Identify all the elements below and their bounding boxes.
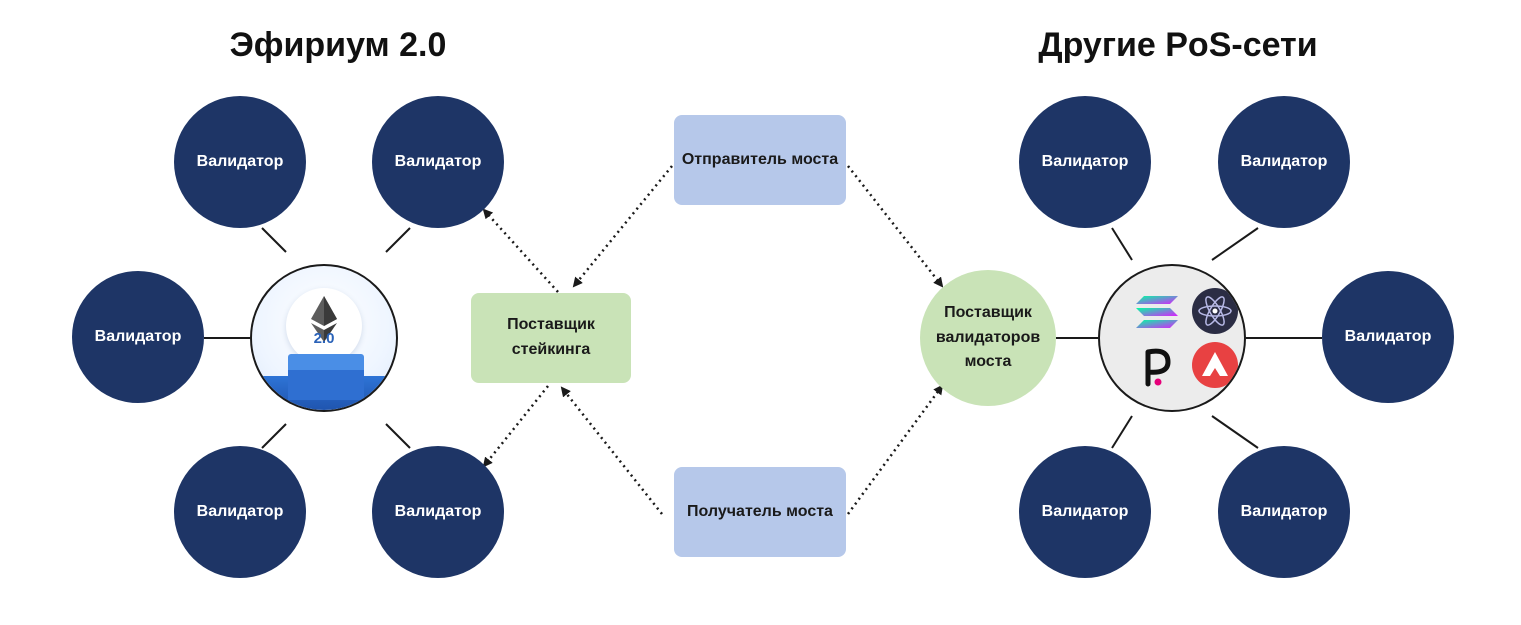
spoke-line <box>1111 227 1133 261</box>
right-validator-node: Валидатор <box>1218 446 1350 578</box>
pos-networks-hub <box>1098 264 1246 412</box>
bridge-receiver-box: Получатель моста <box>674 467 846 557</box>
bridge-validator-provider-node: Поставщик валидаторов моста <box>920 270 1056 406</box>
cosmos-icon <box>1192 288 1238 334</box>
ethereum-badge <box>286 288 362 364</box>
spoke-line <box>1211 227 1259 261</box>
arrow-receiver-to-staking <box>560 386 663 515</box>
bridge-arrows <box>482 165 944 515</box>
staking-provider-box: Поставщик стейкинга <box>471 293 631 383</box>
right-validator-node: Валидатор <box>1019 96 1151 228</box>
arrow-staking-to-top-validator <box>482 208 559 293</box>
avalanche-icon <box>1192 342 1238 388</box>
arrow-sender-to-staking <box>572 165 673 288</box>
ethereum-icon <box>311 296 337 342</box>
left-network-title: Эфириум 2.0 <box>229 26 447 64</box>
left-validator-node: Валидатор <box>372 446 504 578</box>
ethereum-version-label: 2.0 <box>313 330 335 347</box>
block-illustration-front <box>288 370 364 400</box>
polkadot-icon <box>1145 348 1171 387</box>
spoke-line <box>1211 415 1259 449</box>
spoke-line <box>385 227 411 253</box>
spoke-line <box>261 423 287 449</box>
left-validator-node: Валидатор <box>174 446 306 578</box>
arrow-receiver-to-validator-provider <box>846 384 944 515</box>
spoke-line <box>1111 415 1133 449</box>
right-validator-node: Валидатор <box>1322 271 1454 403</box>
arrow-staking-to-bottom-validator <box>482 385 549 468</box>
right-validator-node: Валидатор <box>1019 446 1151 578</box>
spoke-line <box>385 423 411 449</box>
validator-spokes <box>204 227 1322 449</box>
ethereum-hub: 2.0 <box>250 264 398 412</box>
bridge-sender-box: Отправитель моста <box>674 115 846 205</box>
left-validator-node: Валидатор <box>72 271 204 403</box>
solana-icon <box>1136 296 1178 328</box>
left-validator-node: Валидатор <box>174 96 306 228</box>
right-validator-node: Валидатор <box>1218 96 1350 228</box>
left-validator-node: Валидатор <box>372 96 504 228</box>
arrow-sender-to-validator-provider <box>847 165 944 288</box>
spoke-line <box>261 227 287 253</box>
right-network-title: Другие PoS-сети <box>1038 26 1318 64</box>
